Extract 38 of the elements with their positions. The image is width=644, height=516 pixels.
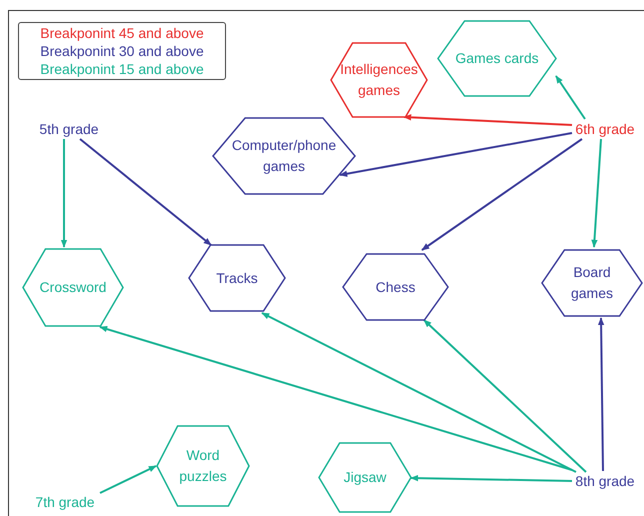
game-label: Chess: [374, 278, 416, 296]
legend-text: Breakponint 30 and above: [40, 42, 204, 60]
arrow: [339, 132, 572, 177]
arrow: [99, 326, 572, 471]
game-hexagon: [156, 425, 250, 507]
arrow: [591, 138, 602, 248]
game-label: Tracks: [215, 268, 259, 288]
arrow: [555, 75, 586, 120]
game-hexagon: [330, 42, 428, 118]
arrow: [79, 138, 212, 246]
arrow: [423, 319, 587, 473]
game-label: Jigsaw: [342, 468, 388, 487]
legend-text: Breakponint 45 and above: [40, 24, 204, 42]
grade-label: 5th grade: [28, 120, 110, 138]
arrow: [421, 138, 583, 251]
arrow: [598, 317, 604, 472]
game-label: Word puzzles: [178, 446, 228, 486]
arrow: [100, 465, 157, 494]
grade-label: 6th grade: [572, 120, 638, 138]
game-label: Board games: [570, 263, 614, 303]
game-label: Computer/phone games: [230, 136, 338, 176]
arrow: [60, 139, 68, 248]
game-label: Crossword: [38, 278, 108, 297]
grade-label: 8th grade: [572, 472, 638, 490]
arrow: [261, 312, 576, 473]
game-hexagon: [22, 248, 124, 327]
game-label: Intelligences games: [339, 60, 419, 100]
game-hexagon: [541, 249, 643, 317]
game-hexagon: [188, 244, 286, 312]
arrow: [403, 114, 572, 126]
grade-label: 7th grade: [30, 493, 100, 511]
game-hexagon: [318, 442, 412, 513]
game-hexagon: [212, 117, 356, 195]
legend-text: Breakponint 15 and above: [40, 60, 204, 78]
arrow: [410, 474, 572, 482]
game-label: Games cards: [454, 49, 540, 68]
game-hexagon: [342, 253, 449, 321]
game-hexagon: [437, 20, 557, 97]
